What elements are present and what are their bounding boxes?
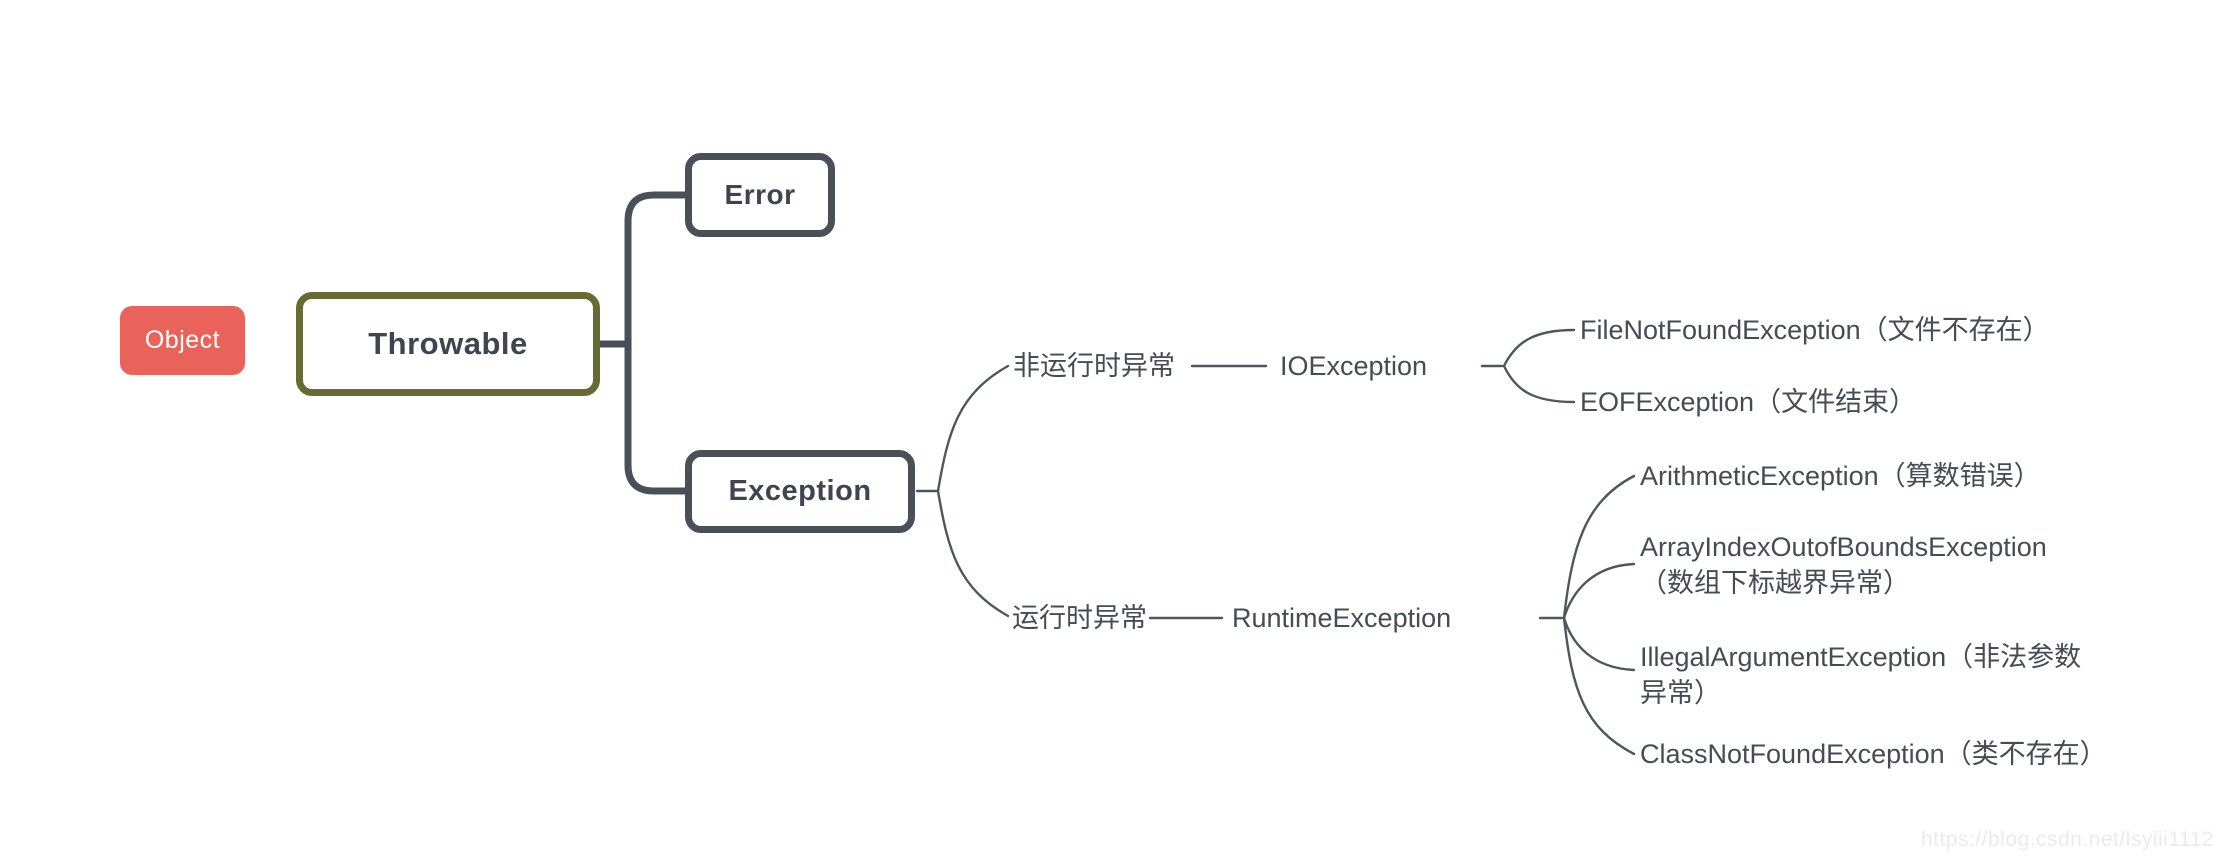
node-illegal-argument-exception: IllegalArgumentException（非法参数异常）: [1640, 642, 2082, 708]
trunk-throwable-children: [596, 191, 691, 495]
node-eof-exception: EOFException（文件结束）: [1580, 387, 1917, 417]
node-non-runtime-branch: 非运行时异常: [1013, 351, 1175, 381]
node-runtime-exception: RuntimeException: [1232, 603, 1452, 633]
node-throwable: Throwable: [296, 292, 600, 396]
node-array-index-out-of-bounds-exception: ArrayIndexOutofBoundsException（数组下标越界异常）: [1640, 532, 2047, 598]
node-file-not-found-exception: FileNotFoundException（文件不存在）: [1580, 315, 2050, 345]
node-error-label: Error: [724, 179, 796, 210]
node-exception: Exception: [685, 450, 915, 533]
branch-curves: [915, 328, 1636, 756]
node-error: Error: [685, 153, 835, 237]
node-throwable-label: Throwable: [368, 326, 528, 361]
csdn-watermark: https://blog.csdn.net/lsyiii1112: [1920, 828, 2214, 851]
node-arithmetic-exception: ArithmeticException（算数错误）: [1640, 461, 2041, 491]
node-class-not-found-exception: ClassNotFoundException（类不存在）: [1640, 739, 2107, 769]
node-exception-label: Exception: [728, 475, 872, 507]
node-object-label: Object: [144, 326, 221, 354]
node-object: Object: [120, 306, 245, 375]
node-io-exception: IOException: [1280, 351, 1428, 381]
node-runtime-branch: 运行时异常: [1012, 603, 1147, 633]
